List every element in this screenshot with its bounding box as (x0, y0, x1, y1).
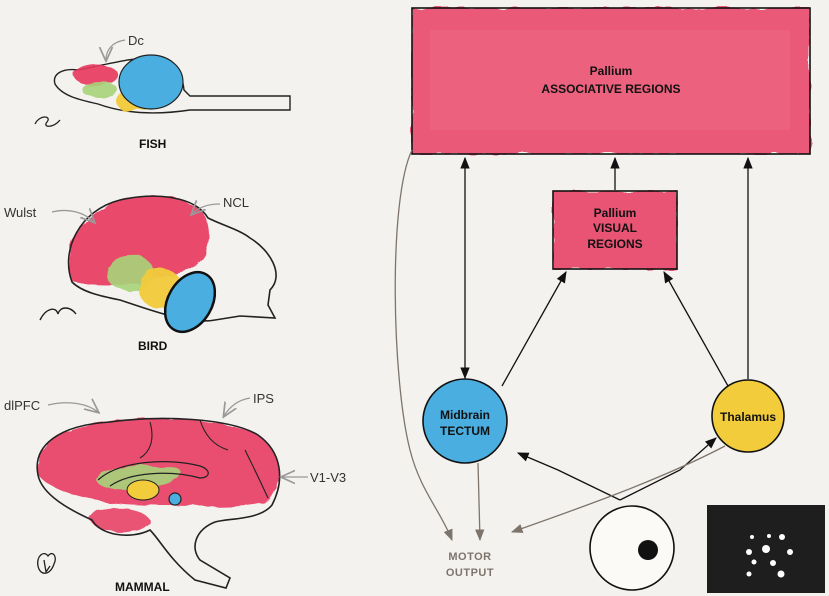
motor-output-line1: MOTOR (448, 551, 491, 563)
dot-stimulus-panel (707, 505, 825, 593)
mammal-outline (36, 417, 281, 589)
mammal-cortex-red (37, 418, 280, 507)
arrow-tectum-motor (475, 462, 485, 542)
bird-squiggle (39, 307, 77, 321)
caption-mammal: MAMMAL (115, 580, 170, 594)
motor-output-line2: OUTPUT (446, 567, 494, 579)
caption-fish: FISH (139, 137, 166, 151)
tectum-node: Midbrain TECTUM (422, 378, 508, 464)
mammal-yellow-thalamus (126, 479, 160, 501)
mammal-blue-colliculus (168, 492, 182, 506)
bird-outline (67, 195, 277, 322)
tectum-line2: TECTUM (440, 424, 490, 438)
mammal-sulcus-1 (139, 421, 153, 459)
mammal-brain: dlPFC IPS V1-V3 MAMMAL (4, 391, 346, 594)
eye-icon (589, 505, 675, 591)
label-wulst: Wulst (4, 205, 37, 220)
wulst-pointer (51, 210, 94, 222)
pallium-visual-box: Pallium VISUAL REGIONS (552, 190, 678, 270)
ncl-pointer (192, 204, 221, 214)
arrow-assoc-motor (394, 149, 453, 542)
arrow-thalamus-motor (510, 445, 726, 533)
caption-bird: BIRD (138, 339, 168, 353)
ips-pointer (224, 397, 251, 416)
thalamus-line1: Thalamus (720, 410, 776, 424)
fish-brain: Dc FISH (34, 33, 291, 151)
pallium-assoc-line1: Pallium (590, 64, 633, 78)
fish-pallium-red (74, 64, 118, 86)
arrow-eye-to-thalamus (619, 437, 717, 501)
thalamus-node: Thalamus (711, 379, 785, 453)
label-v1v3: V1-V3 (310, 470, 346, 485)
fish-squiggle (34, 116, 61, 127)
mammal-doodle (37, 552, 56, 574)
pallium-visual-line1: Pallium (594, 206, 637, 220)
arrow-tectum-visual (501, 270, 567, 387)
label-dc: Dc (128, 33, 144, 48)
dc-pointer (106, 39, 126, 60)
label-dlpfc: dlPFC (4, 398, 40, 413)
pallium-associative-box: Pallium ASSOCIATIVE REGIONS (411, 7, 811, 155)
bird-blue-tectum (163, 270, 217, 334)
bird-pallium-red (68, 196, 210, 286)
tectum-line1: Midbrain (440, 408, 490, 422)
mammal-sulcus-3 (244, 449, 269, 499)
arrow-eye-to-tectum (516, 452, 621, 501)
pallium-assoc-line2: ASSOCIATIVE REGIONS (541, 82, 680, 96)
bird-brain: Wulst NCL BIRD (4, 195, 277, 353)
fish-green-region (82, 82, 118, 98)
dlpfc-pointer (47, 403, 98, 412)
fish-blue-tectum (118, 54, 184, 110)
mammal-callosum (97, 461, 209, 487)
label-ncl: NCL (223, 195, 249, 210)
mammal-cortex-red-lower (90, 506, 150, 533)
pallium-visual-line2: VISUAL (593, 221, 637, 235)
label-ips: IPS (253, 391, 274, 406)
mammal-sulcus-2 (199, 419, 229, 451)
pallium-visual-line3: REGIONS (587, 237, 642, 251)
mammal-green-region (95, 465, 181, 490)
arrow-thalamus-visual (663, 270, 729, 387)
